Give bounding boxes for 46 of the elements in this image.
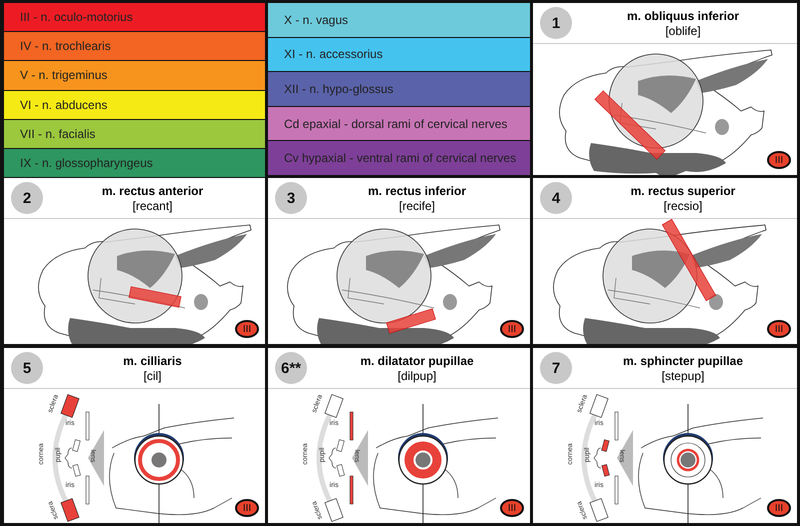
legend-label: XI - n. accessorius — [284, 47, 383, 62]
legend-label: Cd epaxial - dorsal rami of cervical nerves — [284, 116, 508, 131]
panel-number: 4 — [540, 182, 572, 214]
nerve-badge: III — [767, 151, 791, 169]
muscle-abbreviation: [dilpup] — [396, 369, 438, 383]
muscle-name: m. rectus inferior — [366, 184, 468, 198]
muscle-abbreviation: [cil] — [142, 369, 162, 383]
muscle-abbreviation: [stepup] — [660, 369, 706, 383]
muscle-name: m. rectus anterior — [100, 184, 204, 198]
panel-number: 3 — [275, 182, 307, 214]
muscle-name: m. dilatator pupillae — [359, 354, 475, 368]
legend-label: V - n. trigeminus — [20, 68, 108, 82]
figure-panel — [533, 3, 797, 175]
panel-number: 2 — [11, 182, 43, 214]
panel-number: 7 — [540, 352, 572, 384]
nerve-badge: III — [767, 499, 791, 517]
figure-panel — [533, 348, 797, 523]
legend-label: IV - n. trochlearis — [20, 39, 111, 54]
muscle-abbreviation: [recsio] — [662, 199, 704, 213]
figure-panel — [268, 348, 530, 523]
muscle-name: m. rectus superior — [630, 184, 736, 198]
legend-label: IX - n. glossopharyngeus — [20, 156, 153, 170]
panel-number: 1 — [540, 7, 572, 39]
legend-label: VII - n. facialis — [20, 126, 96, 141]
figure-panel — [533, 178, 797, 344]
muscle-abbreviation: [recant] — [131, 199, 174, 213]
panel-number: 5 — [11, 352, 43, 384]
figure-panel — [268, 178, 530, 344]
legend-label: III - n. oculo-motorius — [20, 10, 133, 24]
nerve-badge: III — [500, 320, 524, 338]
figure-panel — [4, 348, 265, 523]
nerve-badge: III — [235, 320, 259, 338]
nerve-badge: III — [235, 499, 259, 517]
legend-label: X - n. vagus — [284, 12, 348, 27]
panel-number: 6** — [275, 352, 307, 384]
legend-label: XII - n. hypo-glossus — [284, 82, 394, 96]
nerve-badge: III — [767, 320, 791, 338]
muscle-abbreviation: [recife] — [398, 199, 436, 213]
legend-label: Cv hypaxial - ventral rami of cervical nerves — [284, 151, 516, 166]
legend-label: VI - n. abducens — [20, 98, 108, 112]
muscle-name: m. obliquus inferior — [626, 9, 740, 23]
muscle-name: m. sphincter pupillae — [622, 354, 744, 368]
muscle-name: m. cilliaris — [122, 354, 183, 368]
figure-panel — [4, 178, 265, 344]
nerve-badge: III — [500, 499, 524, 517]
muscle-abbreviation: [oblife] — [664, 24, 702, 38]
